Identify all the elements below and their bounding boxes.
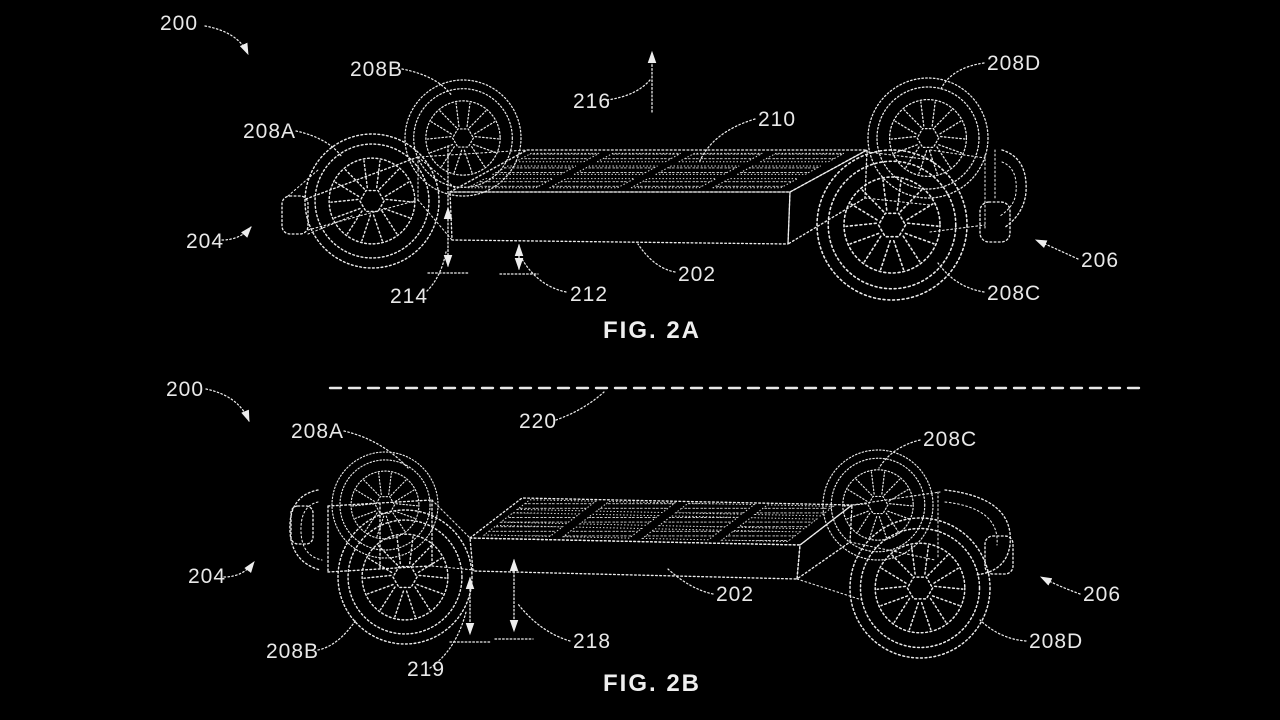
wheel-208d: [868, 78, 988, 198]
figure-2a-caption: FIG. 2A: [603, 317, 701, 344]
ref-label-208a-fig2b: 208A: [291, 420, 344, 443]
ref-label-212-fig2a: 212: [570, 283, 608, 306]
ref-label-219-fig2b: 219: [407, 658, 445, 681]
ref-label-200-fig2b: 200: [166, 378, 204, 401]
ref-label-208c-fig2b: 208C: [923, 428, 977, 451]
fig2a-frame: [287, 149, 996, 241]
fig2b-rear-bracket: [944, 489, 1014, 576]
fig2b-battery-pack: [469, 497, 853, 580]
figure-2b: 200 220 208A 208C 204 208B 219 218 202 2…: [166, 378, 1142, 697]
fig2a-measurements: [427, 50, 657, 275]
fig2b-labels: 200 220 208A 208C 204 208B 219 218 202 2…: [166, 378, 1121, 697]
ref-label-206-fig2a: 206: [1081, 249, 1119, 272]
fig2b-front-bracket: [289, 489, 323, 571]
fig2a-labels: 200 208B 216 210 208D 208A 204 214 212 2…: [160, 12, 1119, 344]
wheel-208d-2b: [850, 518, 990, 658]
ref-label-208b-fig2a: 208B: [350, 58, 403, 81]
ref-label-218-fig2b: 218: [573, 630, 611, 653]
figure-2a: 200 208B 216 210 208D 208A 204 214 212 2…: [160, 12, 1119, 344]
wheel-208b-2b: [338, 510, 472, 644]
fig2b-battery-modules: [482, 499, 835, 543]
ref-label-204-fig2a: 204: [186, 230, 224, 253]
fig2b-vehicle: [289, 450, 1014, 658]
ref-label-206-fig2b: 206: [1083, 583, 1121, 606]
ref-label-214-fig2a: 214: [390, 285, 428, 308]
ref-label-208a-fig2a: 208A: [243, 120, 296, 143]
ref-label-204-fig2b: 204: [188, 565, 226, 588]
ref-label-208d-fig2a: 208D: [987, 52, 1041, 75]
ref-label-208c-fig2a: 208C: [987, 282, 1041, 305]
ref-label-200-fig2a: 200: [160, 12, 198, 35]
fig2b-leaders: [205, 388, 1081, 669]
ref-label-202-fig2a: 202: [678, 263, 716, 286]
fig2a-battery-modules: [467, 152, 845, 189]
ref-label-208d-fig2b: 208D: [1029, 630, 1083, 653]
fig2a-vehicle: [281, 78, 1027, 300]
fig2a-front-bumper: [281, 195, 309, 235]
figure-2b-caption: FIG. 2B: [603, 670, 701, 697]
ref-label-220-fig2b: 220: [519, 410, 557, 433]
ref-label-202-fig2b: 202: [716, 583, 754, 606]
fig2a-leaders: [204, 25, 1079, 293]
ref-label-210-fig2a: 210: [758, 108, 796, 131]
fig2a-rear-bracket: [979, 149, 1027, 243]
ref-label-216-fig2a: 216: [573, 90, 611, 113]
wheel-208a-2b: [332, 452, 438, 558]
fig2a-battery-pack: [449, 149, 868, 245]
fig2b-measurements: [449, 558, 534, 643]
ref-label-208b-fig2b: 208B: [266, 640, 319, 663]
